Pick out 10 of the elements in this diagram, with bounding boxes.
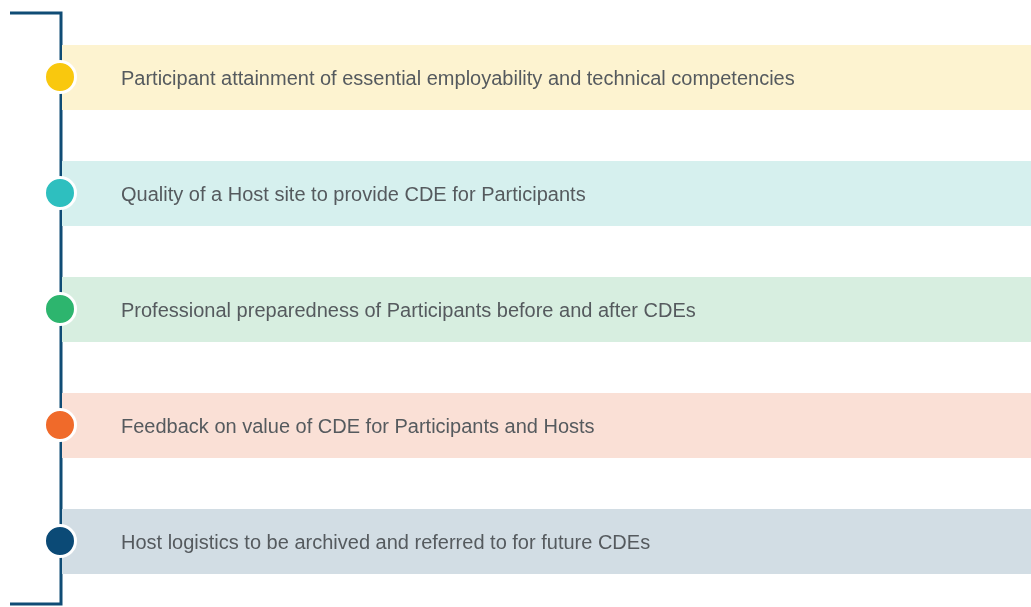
band-text: Host logistics to be archived and referred to for future CDEs	[121, 529, 651, 554]
band-text: Professional preparedness of Participants before and after CDEs	[121, 297, 696, 322]
band-text: Quality of a Host site to provide CDE for Participants	[121, 181, 586, 206]
text-band	[62, 45, 1031, 110]
band-text: Participant attainment of essential employability and technical competencies	[121, 65, 795, 90]
text-band	[62, 277, 1031, 342]
text-band	[62, 393, 1031, 458]
text-band	[62, 161, 1031, 226]
text-band	[62, 509, 1031, 574]
band-text: Feedback on value of CDE for Participants and Hosts	[121, 413, 595, 438]
